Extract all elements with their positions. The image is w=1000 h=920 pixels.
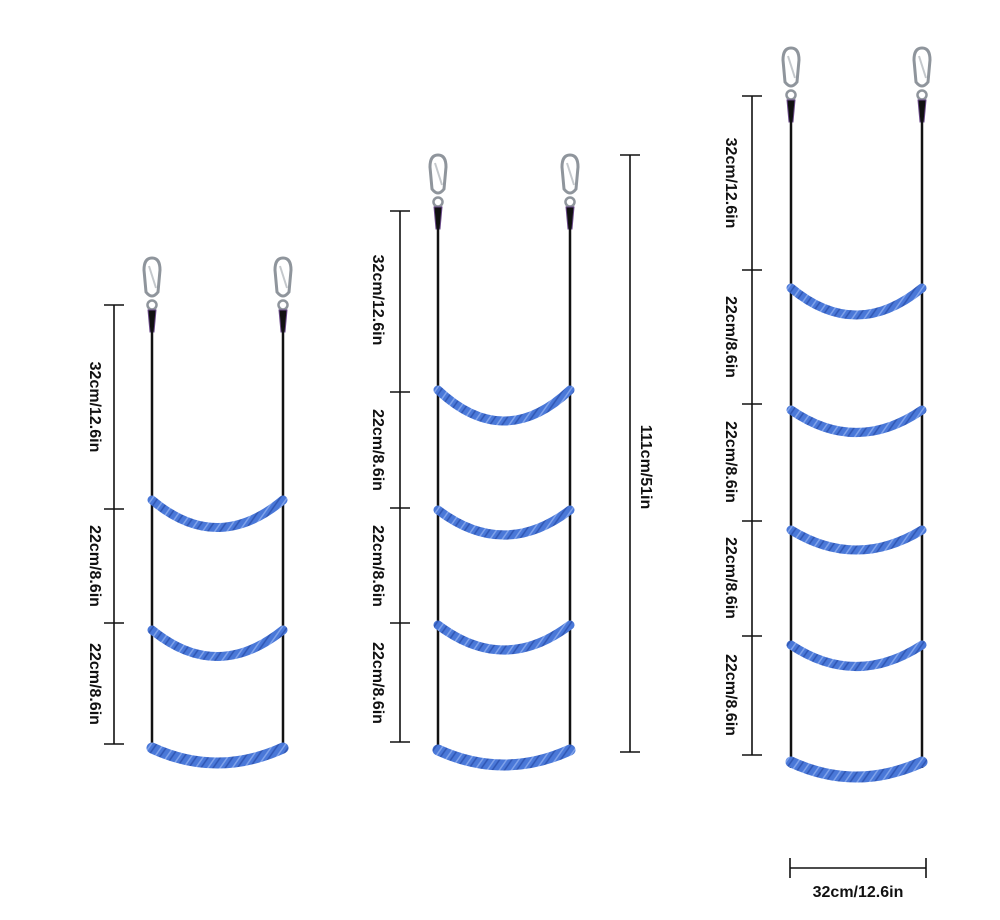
carabiner-gate xyxy=(434,162,443,186)
rung xyxy=(433,620,575,655)
swivel-ring xyxy=(785,89,797,101)
rung xyxy=(147,495,288,532)
swivel-ring xyxy=(564,196,576,208)
rung xyxy=(786,640,927,671)
carabiner-clip-icon xyxy=(912,46,932,88)
segment-label: 32cm/12.6in xyxy=(369,255,386,346)
rung-bottom xyxy=(146,742,289,769)
carabiner-gate xyxy=(279,265,288,289)
strap-loop xyxy=(433,206,443,230)
width-label: 32cm/12.6in xyxy=(813,884,904,901)
carabiner-hook-right xyxy=(560,153,580,230)
segment-label: 22cm/8.6in xyxy=(722,654,739,736)
carabiner-clip-icon xyxy=(428,153,448,195)
rung xyxy=(786,405,927,437)
rung xyxy=(433,505,575,540)
carabiner-gate xyxy=(148,265,157,289)
segment-label: 22cm/8.6in xyxy=(86,643,103,725)
ladder-5-rung: 32cm/12.6in 22cm/8.6in 22cm/8.6in 22cm/8… xyxy=(722,46,932,901)
carabiner-clip-icon xyxy=(142,256,162,298)
rung xyxy=(147,625,288,661)
rung-bottom xyxy=(785,756,928,783)
width-dimension-line xyxy=(789,858,927,878)
strap-loop xyxy=(917,99,927,123)
segment-label: 32cm/12.6in xyxy=(722,138,739,229)
segment-label: 22cm/8.6in xyxy=(722,296,739,378)
segment-label: 22cm/8.6in xyxy=(86,525,103,607)
rung-bottom xyxy=(432,744,576,771)
segment-label: 22cm/8.6in xyxy=(722,537,739,619)
ladder-4-rung: 32cm/12.6in 22cm/8.6in 22cm/8.6in 22cm/8… xyxy=(369,153,654,771)
strap-loop xyxy=(278,309,288,333)
swivel-ring xyxy=(432,196,444,208)
carabiner-hook-right xyxy=(912,46,932,123)
segment-label: 22cm/8.6in xyxy=(722,421,739,503)
segment-label: 32cm/12.6in xyxy=(86,362,103,453)
swivel-ring xyxy=(146,299,158,311)
swivel-ring xyxy=(916,89,928,101)
carabiner-clip-icon xyxy=(273,256,293,298)
total-height-line xyxy=(620,154,640,753)
carabiner-hook-left xyxy=(781,46,801,123)
rung xyxy=(786,525,927,555)
carabiner-clip-icon xyxy=(781,46,801,88)
carabiner-hook-left xyxy=(142,256,162,333)
segment-label: 22cm/8.6in xyxy=(369,409,386,491)
rung xyxy=(433,385,575,426)
carabiner-gate xyxy=(918,55,927,79)
carabiner-gate xyxy=(787,55,796,79)
rung xyxy=(786,283,927,320)
carabiner-hook-right xyxy=(273,256,293,333)
carabiner-gate xyxy=(566,162,575,186)
segment-label: 22cm/8.6in xyxy=(369,525,386,607)
carabiner-hook-left xyxy=(428,153,448,230)
carabiner-clip-icon xyxy=(560,153,580,195)
dimension-line xyxy=(742,95,762,756)
total-height-label: 111cm/51in xyxy=(637,425,654,510)
dimension-line xyxy=(104,304,124,745)
swivel-ring xyxy=(277,299,289,311)
strap-loop xyxy=(565,206,575,230)
strap-loop xyxy=(147,309,157,333)
strap-loop xyxy=(786,99,796,123)
ladder-3-rung: 32cm/12.6in 22cm/8.6in 22cm/8.6in xyxy=(86,256,293,769)
segment-label: 22cm/8.6in xyxy=(369,642,386,724)
dimension-line xyxy=(390,210,410,743)
